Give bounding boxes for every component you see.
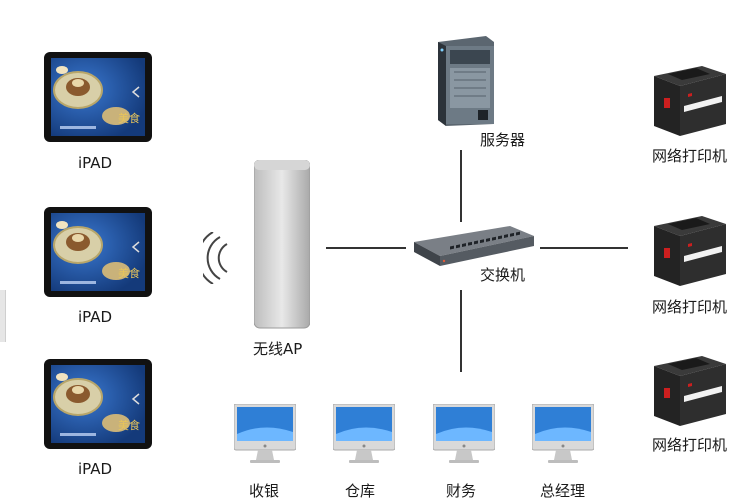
network-switch (410, 222, 538, 268)
window-edge (0, 290, 6, 342)
wifi-waves-icon (203, 232, 245, 284)
desktop-computer (333, 404, 395, 466)
switch-icon (414, 226, 534, 266)
network-printer (648, 62, 728, 138)
network-printer (648, 352, 728, 428)
server-icon (438, 36, 494, 126)
line-switch-to-printers (540, 247, 628, 249)
desktop-computer (433, 404, 495, 466)
monitor-icon (234, 404, 296, 463)
printer-icon (654, 216, 726, 286)
printer-icon (654, 66, 726, 136)
desktop-computer (234, 404, 296, 466)
computer-label: 收银 (249, 482, 280, 500)
computer-label: 财务 (446, 482, 477, 500)
desktop-computer (532, 404, 594, 466)
network-printer (648, 212, 728, 288)
access-point-icon (254, 160, 310, 329)
server-label: 服务器 (480, 131, 526, 149)
printer-icon (654, 356, 726, 426)
printer-label: 网络打印机 (652, 298, 728, 316)
computer-label: 总经理 (540, 482, 586, 500)
ipad-device: 美食 (44, 359, 152, 449)
ipad-screen-text: 美食 (118, 112, 140, 125)
wireless-ap (254, 160, 310, 330)
ipad-icon (44, 359, 152, 449)
monitor-icon (333, 404, 395, 463)
ipad-device: 美食 (44, 207, 152, 297)
printer-label: 网络打印机 (652, 147, 728, 165)
ipad-device: 美食 (44, 52, 152, 142)
ipad-icon (44, 207, 152, 297)
ipad-label: iPAD (78, 308, 113, 326)
ipad-label: iPAD (78, 154, 113, 172)
line-ap-to-switch (326, 247, 406, 249)
switch-label: 交换机 (480, 266, 526, 284)
printer-label: 网络打印机 (652, 436, 728, 454)
computer-label: 仓库 (345, 482, 376, 500)
ap-label: 无线AP (253, 340, 303, 358)
monitor-icon (532, 404, 594, 463)
monitor-icon (433, 404, 495, 463)
ipad-screen-text: 美食 (118, 419, 140, 432)
server (428, 36, 496, 126)
line-switch-to-computers (460, 290, 462, 372)
ipad-icon (44, 52, 152, 142)
ipad-screen-text: 美食 (118, 267, 140, 280)
ipad-label: iPAD (78, 460, 113, 478)
line-server-to-switch (460, 150, 462, 222)
